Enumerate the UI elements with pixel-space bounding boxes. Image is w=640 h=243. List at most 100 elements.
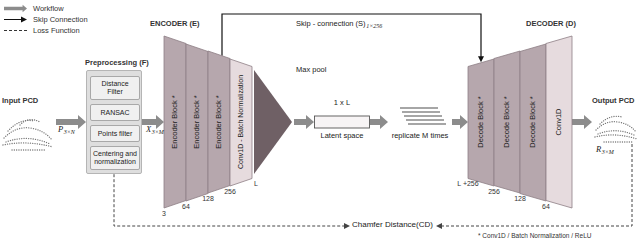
text-node: Chamfer Distance(CD) [352, 220, 434, 232]
block-label: Encoder Block * [171, 95, 179, 148]
legend: WorkflowSkip ConnectionLoss Function [3, 3, 88, 36]
text-label: L +256 [457, 180, 478, 188]
block-shape [208, 51, 230, 193]
workflow-arrow [370, 115, 388, 129]
skip-line [222, 14, 481, 57]
text-label: 128 [202, 195, 214, 203]
legend-sample [3, 4, 29, 13]
process-box: Points filter [90, 125, 140, 142]
text-label: * Conv1D / Batch Normalization / ReLU [478, 232, 591, 239]
block-label: Conv1D - Batch Normalization [237, 75, 245, 169]
node-text: DECODER (D) [526, 19, 576, 28]
legend-text: Skip Connection [33, 15, 88, 24]
legend-dash [4, 30, 27, 31]
text-label: Skip - connection (S) [296, 19, 366, 28]
legend-text: Loss Function [33, 26, 80, 35]
text-label: 128 [514, 195, 526, 203]
replicate-line [400, 107, 438, 108]
latent-vector: 1 x L Latent space [314, 98, 370, 144]
layer-block: Encoder Block * [164, 36, 186, 208]
skip-line [4, 19, 22, 20]
layer-block: Decode Block * [468, 59, 494, 186]
maxpool-outline [254, 70, 294, 174]
maxpool-triangle: Max pool [254, 70, 294, 174]
block-label: Decode Block * [477, 96, 485, 147]
text-label: 3 [162, 210, 166, 218]
workflow-arrow [294, 115, 314, 129]
network-group: DECODER (D)Decode Block *Decode Block *D… [468, 36, 572, 208]
process-box: Centering and normalization [90, 146, 140, 170]
workflow-arrow [142, 115, 164, 129]
subscript-label: 3×N [64, 129, 75, 135]
process-text: Centering and normalization [93, 150, 137, 166]
text-label: 256 [224, 188, 236, 196]
process-text: Points filter [98, 130, 133, 138]
replicate-line [402, 111, 440, 112]
layer-block: Conv1D [546, 36, 572, 208]
block-shape [468, 59, 494, 186]
legend-sample [3, 26, 29, 35]
layer-block: Decode Block * [494, 51, 520, 193]
subscript-label: 3×M [152, 129, 164, 135]
text-label: 64 [182, 203, 190, 211]
workflow-arrow [4, 5, 27, 13]
workflow-arrow [572, 115, 592, 129]
block-shape [546, 36, 572, 208]
block-label: Conv1D [555, 108, 563, 135]
block-label: Encoder Block * [215, 95, 223, 148]
node-text: replicate M times [388, 131, 452, 140]
replicate-line [406, 119, 444, 120]
node-text: Chamfer Distance(CD) [352, 220, 433, 230]
replicate-line [408, 123, 446, 124]
block-shape [520, 44, 546, 201]
node-text: Preprocessing (F) [85, 58, 149, 67]
node-text: Max pool [296, 65, 326, 74]
process-box: Distance Filter [90, 76, 140, 100]
layer-block: Conv1D - Batch Normalization [230, 59, 252, 186]
replicate-stack: replicate M times [388, 104, 452, 144]
connector [370, 115, 388, 129]
node-text: Input PCD [2, 96, 38, 105]
layer-block: Encoder Block * [186, 44, 208, 201]
connector [222, 14, 484, 62]
latent-bar [315, 116, 370, 128]
text-label: 64 [542, 203, 550, 211]
connector [572, 115, 592, 129]
layer-block: Encoder Block * [208, 51, 230, 193]
text-node: Input PCD [2, 96, 56, 150]
node-text: ENCODER (E) [150, 19, 200, 28]
process-box: RANSAC [90, 104, 140, 121]
input-point-cloud [3, 120, 53, 150]
preprocessing-box: Preprocessing (F)Distance FilterRANSACPo… [86, 70, 142, 174]
block-label: Encoder Block * [193, 95, 201, 148]
connector [452, 115, 468, 129]
legend-row: Loss Function [3, 25, 88, 36]
output-point-cloud [595, 116, 637, 142]
subscript-label: 1×256 [366, 23, 382, 29]
node-text: Latent space [314, 131, 370, 140]
text-node: Output PCD [592, 96, 638, 144]
legend-text: Workflow [33, 4, 64, 13]
block-label: Decode Block * [503, 96, 511, 147]
legend-row: Skip Connection [3, 14, 88, 25]
legend-row: Workflow [3, 3, 88, 14]
text-label: R [596, 145, 601, 154]
block-shape [494, 51, 520, 193]
block-shape [230, 59, 252, 186]
text-label: 256 [488, 188, 500, 196]
legend-sample [3, 15, 29, 24]
text-label: L [254, 180, 258, 188]
block-shape [186, 44, 208, 201]
process-text: RANSAC [100, 109, 129, 117]
replicate-line [404, 115, 442, 116]
connector [294, 115, 314, 129]
block-label: Decode Block * [529, 96, 537, 147]
subscript-label: 3×M [602, 149, 614, 155]
node-text: Output PCD [592, 96, 635, 105]
block-shape [164, 36, 186, 208]
text-label: P [58, 125, 63, 134]
maxpool-shape [254, 70, 292, 174]
node-text: 1 x L [314, 98, 370, 107]
process-text: Distance Filter [93, 80, 137, 96]
